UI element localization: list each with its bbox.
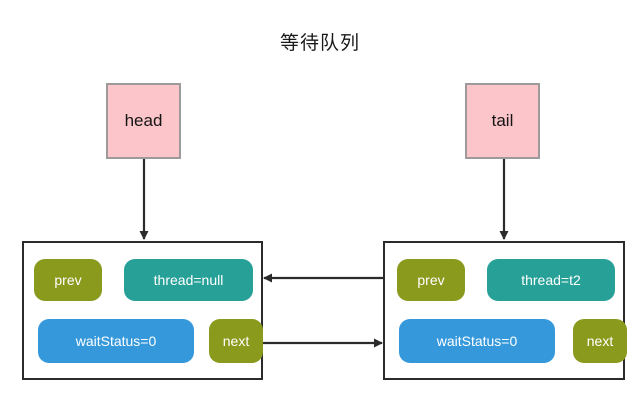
- pointer-box-head[interactable]: head: [106, 83, 181, 159]
- node-right-waitstatus-label: waitStatus=0: [436, 333, 518, 349]
- page-title: 等待队列: [279, 32, 360, 54]
- node-left-prev-label: prev: [54, 272, 82, 288]
- queue-node-left[interactable]: prev thread=null waitStatus=0 next: [22, 241, 263, 380]
- pointer-box-tail[interactable]: tail: [465, 83, 540, 159]
- node-right-field-next[interactable]: next: [573, 319, 627, 363]
- node-left-field-waitstatus[interactable]: waitStatus=0: [38, 319, 194, 363]
- node-right-field-prev[interactable]: prev: [397, 259, 465, 301]
- node-left-waitstatus-label: waitStatus=0: [75, 333, 157, 349]
- node-right-field-waitstatus[interactable]: waitStatus=0: [399, 319, 555, 363]
- node-left-field-thread[interactable]: thread=null: [124, 259, 253, 301]
- queue-node-right[interactable]: prev thread=t2 waitStatus=0 next: [383, 241, 627, 380]
- node-left-next-label: next: [222, 333, 250, 349]
- pointer-label-head: head: [124, 111, 163, 130]
- node-left-thread-label: thread=null: [153, 272, 224, 288]
- node-right-next-label: next: [586, 333, 614, 349]
- node-left-field-prev[interactable]: prev: [34, 259, 102, 301]
- node-right-prev-label: prev: [417, 272, 445, 288]
- pointer-label-tail: tail: [491, 111, 514, 130]
- node-right-thread-label: thread=t2: [521, 272, 581, 288]
- node-left-field-next[interactable]: next: [209, 319, 263, 363]
- node-right-field-thread[interactable]: thread=t2: [487, 259, 615, 301]
